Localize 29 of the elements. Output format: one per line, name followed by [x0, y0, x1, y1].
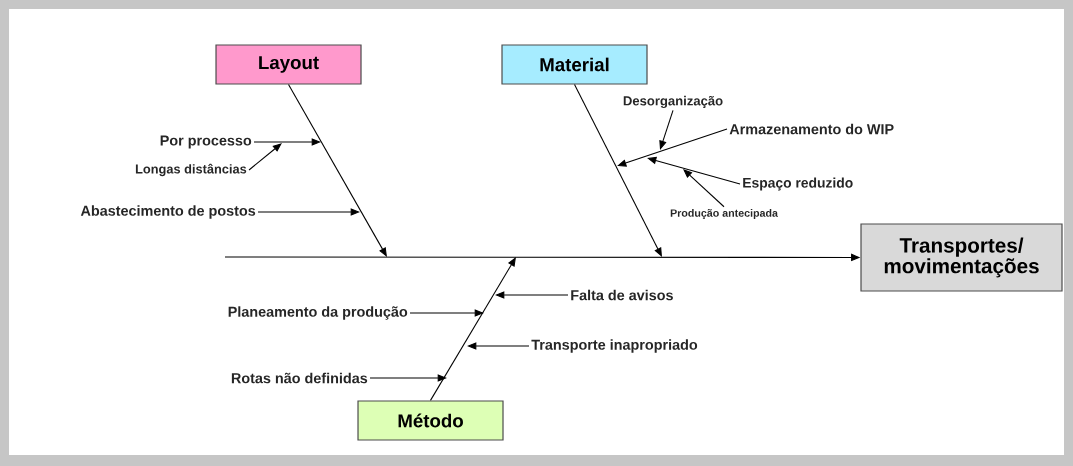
arrow — [253, 138, 321, 146]
category-box: Material — [501, 44, 648, 85]
cause-label: Produção antecipada — [670, 209, 778, 219]
arrow — [647, 156, 741, 185]
arrow — [683, 169, 725, 208]
cause-label: Longas distâncias — [135, 163, 247, 177]
arrow — [659, 109, 674, 150]
arrow — [257, 208, 360, 216]
cause-label: Rotas não definidas — [231, 372, 368, 384]
category-box: Método — [357, 400, 504, 441]
cause-label: Abastecimento de postos — [80, 205, 256, 219]
arrow — [409, 309, 484, 317]
cause-label: Armazenamento do WIP — [729, 123, 894, 135]
cause-label: Espaço reduzido — [743, 177, 853, 191]
arrow — [248, 143, 282, 171]
cause-label: Por processo — [160, 135, 252, 149]
arrow — [467, 342, 530, 350]
arrow — [573, 84, 662, 257]
arrow — [369, 374, 447, 382]
cause-label: Transporte inapropriado — [531, 339, 698, 353]
category-box: Layout — [215, 44, 362, 85]
arrow — [429, 257, 516, 401]
effect-box: Transportes/ movimentações — [860, 223, 1063, 292]
cause-label: Desorganização — [623, 95, 723, 109]
arrow — [287, 84, 387, 257]
arrow — [495, 291, 569, 299]
cause-label: Planeamento da produção — [228, 306, 408, 320]
arrow — [617, 128, 728, 167]
cause-label: Falta de avisos — [571, 289, 673, 301]
